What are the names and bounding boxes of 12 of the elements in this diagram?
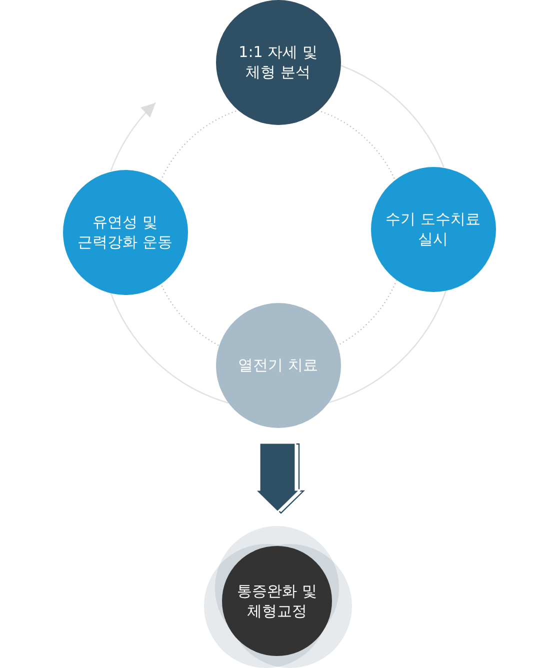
- dotted-arc: [337, 280, 398, 346]
- cycle-arc: [327, 290, 447, 404]
- step-label: 유연성 및 근력강화 운동: [76, 212, 174, 252]
- step-label: 수기 도수치료 실시: [384, 209, 482, 249]
- dotted-arc: [160, 110, 238, 181]
- step-label: 열전기 치료: [238, 355, 318, 375]
- dotted-arc: [160, 283, 219, 346]
- step-label: 1:1 자세 및 체형 분석: [238, 42, 318, 82]
- cycle-arc: [340, 64, 444, 168]
- cycle-arc: [110, 292, 229, 404]
- cycle-arrow: [110, 102, 156, 172]
- step-label: 통증완화 및 체형교정: [236, 581, 318, 621]
